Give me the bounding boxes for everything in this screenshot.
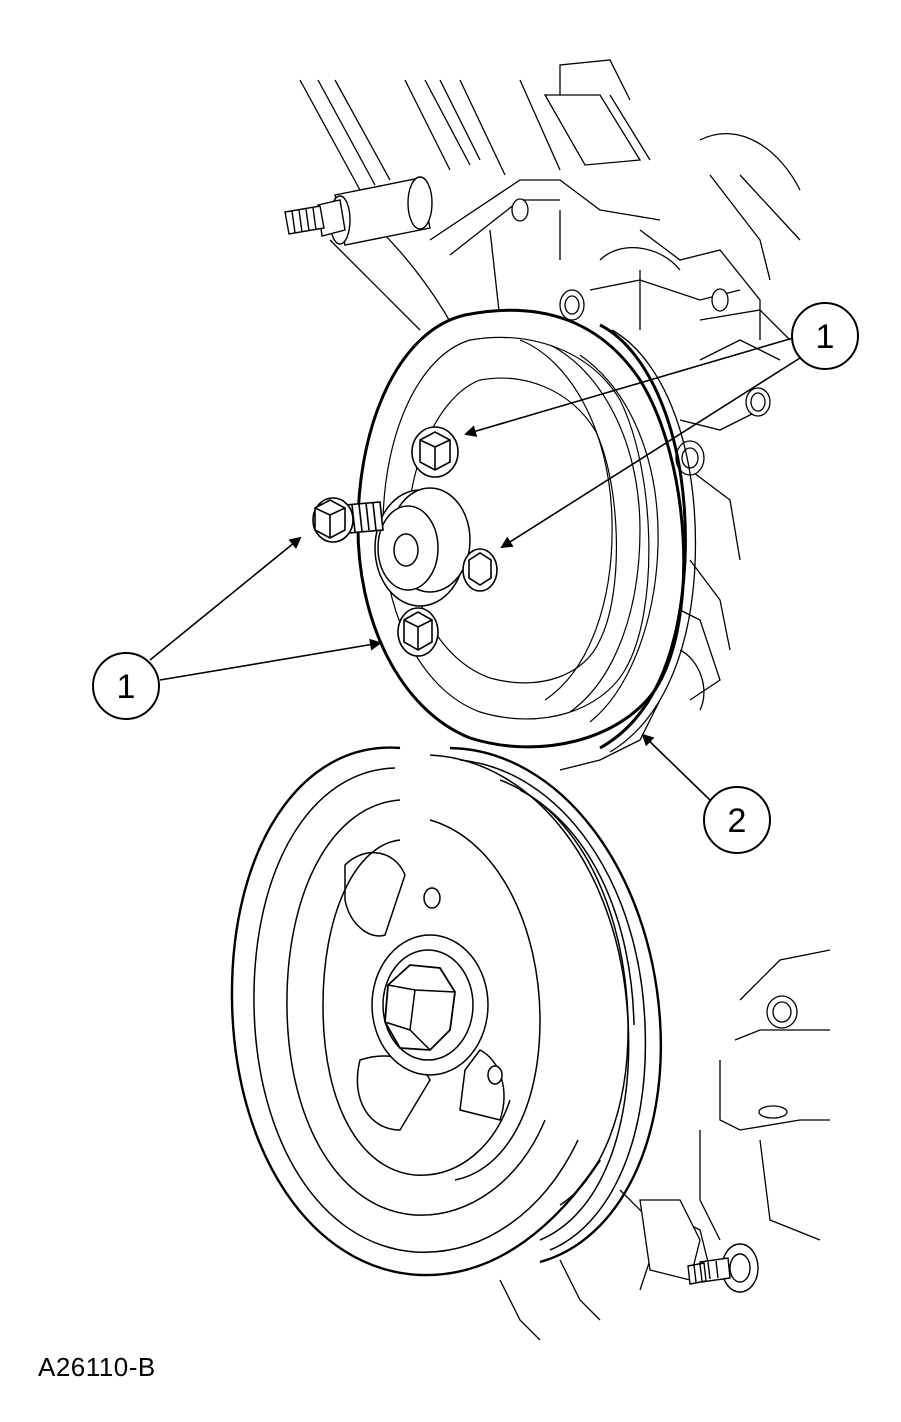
pulley-bolt-removed (312, 497, 384, 543)
pulley-bolt-bottom (397, 607, 439, 657)
pulley-bolt-top (411, 426, 459, 478)
stud-upper-left (284, 176, 433, 246)
timing-cover-holes (511, 198, 788, 1119)
pulley-bolt-right (462, 548, 498, 592)
stud-lower-right (687, 1243, 759, 1293)
callout-1-upper-right: 1 (464, 302, 859, 549)
callout-number-1b: 1 (117, 668, 136, 706)
water-pump-pulley (356, 308, 697, 753)
crankshaft-pulley (230, 746, 663, 1277)
cover-bolts (559, 289, 798, 1029)
pulley-bolts (312, 426, 498, 657)
callout-2: 2 (641, 733, 771, 854)
figure-id-label: A26110-B (38, 1352, 156, 1382)
callout-number-1a: 1 (816, 318, 835, 356)
lower-block-outline (499, 949, 831, 1341)
callout-number-2: 2 (728, 802, 747, 840)
callout-1-left: 1 (92, 536, 382, 720)
